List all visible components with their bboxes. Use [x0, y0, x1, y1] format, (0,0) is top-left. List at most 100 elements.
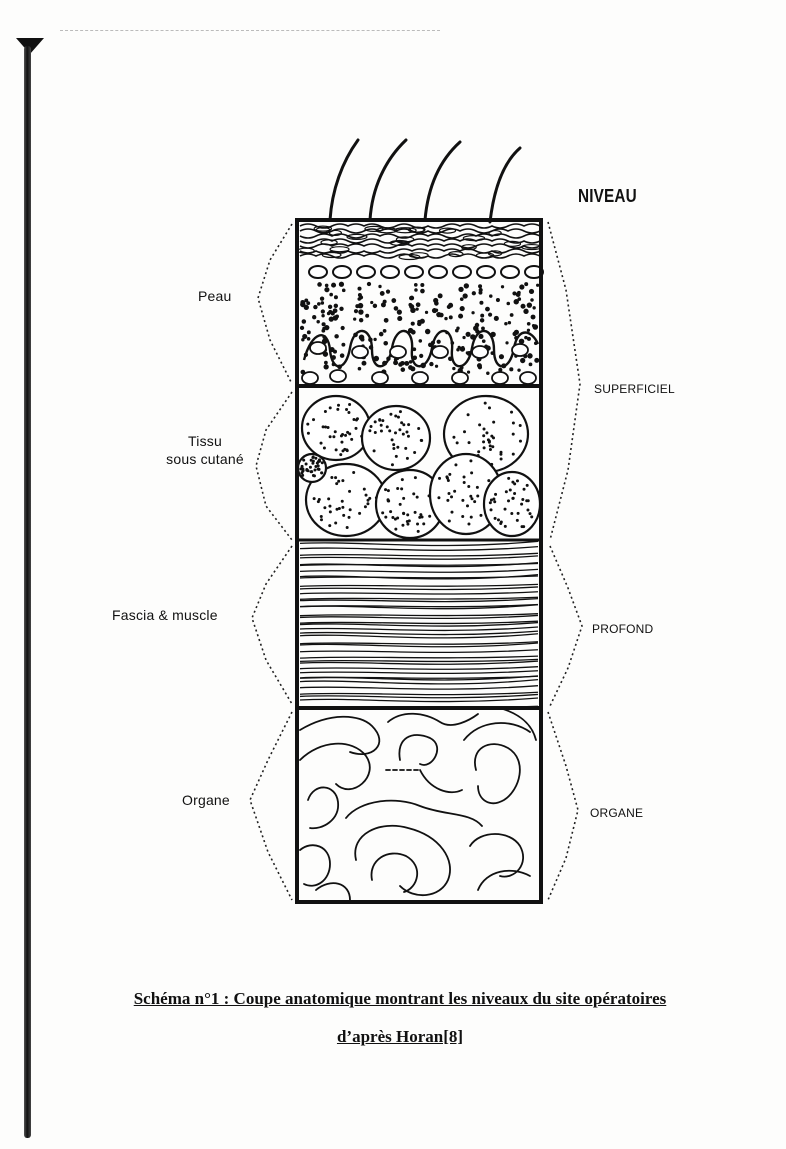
bracket-organe	[250, 712, 292, 900]
fat-dot	[466, 504, 469, 507]
fat-dot	[510, 512, 513, 515]
fat-dot	[397, 416, 400, 419]
fat-dot	[384, 516, 387, 519]
fat-dot	[507, 477, 510, 480]
dermis-dot	[410, 296, 415, 301]
fat-dot	[517, 512, 520, 515]
papilla-cell	[352, 346, 368, 358]
dermis-dot	[333, 308, 338, 313]
fat-dot	[328, 505, 331, 508]
fat-dot	[328, 524, 331, 527]
fat-dot	[352, 471, 355, 474]
fat-dot	[334, 521, 337, 524]
dermis-dot	[458, 287, 463, 292]
bracket-organe-right	[548, 712, 578, 900]
fat-dot	[337, 480, 340, 483]
fat-dot	[416, 523, 419, 526]
fat-dot	[489, 444, 492, 447]
fat-dot	[476, 495, 479, 498]
fat-dot	[336, 508, 339, 511]
dermis-dot	[386, 290, 390, 294]
fat-dot	[312, 474, 315, 477]
fat-dot	[478, 423, 481, 426]
fat-dot	[504, 508, 507, 511]
dermis-dot	[510, 313, 514, 317]
fat-dot	[400, 487, 403, 490]
fat-dot	[482, 434, 485, 437]
dermis-dot	[436, 312, 441, 317]
papilla-cell	[472, 346, 488, 358]
fat-dot	[336, 408, 339, 411]
dermis-dot	[410, 308, 415, 313]
dermis-dot	[359, 335, 365, 341]
dermis-dot	[530, 298, 533, 301]
basal-cell	[501, 266, 519, 278]
dermis-dot	[520, 358, 525, 363]
fat-dot	[348, 516, 351, 519]
fat-dot	[401, 524, 404, 527]
hair	[425, 142, 460, 220]
dermis-dot	[313, 305, 317, 309]
muscle-fibre	[300, 541, 538, 545]
dermis-dot	[411, 322, 415, 326]
dermis-dot	[334, 304, 338, 308]
fat-dot	[398, 428, 401, 431]
fat-dot	[370, 425, 373, 428]
fat-dot	[310, 459, 313, 462]
fat-dot	[470, 471, 473, 474]
fat-dot	[485, 431, 488, 434]
fat-dot	[437, 496, 440, 499]
label-organe: Organe	[182, 792, 230, 808]
fat-dot	[516, 479, 519, 482]
basal-cell	[453, 266, 471, 278]
fat-dot	[504, 525, 507, 528]
fat-dot	[350, 438, 353, 441]
fat-dot	[373, 449, 376, 452]
fat-dot	[497, 518, 500, 521]
dermis-dot	[373, 338, 376, 341]
muscle-fibre	[300, 650, 538, 653]
hair	[370, 140, 406, 220]
fat-dot	[399, 410, 402, 413]
fat-dot	[512, 421, 515, 424]
fat-dot	[510, 411, 513, 414]
fat-dot	[327, 497, 330, 500]
fat-dot	[418, 516, 421, 519]
fat-dot	[402, 512, 405, 515]
fat-dot	[527, 499, 530, 502]
dermis-dot	[471, 311, 474, 314]
dermis-dot	[378, 285, 381, 288]
hair	[490, 148, 520, 222]
dermis-dot	[462, 336, 465, 339]
fat-dot	[363, 488, 366, 491]
dermis-dot	[479, 301, 483, 305]
dermis-dot	[496, 298, 500, 302]
dermis-dot	[458, 314, 463, 319]
dermis-dot	[383, 300, 387, 304]
dermis-dot	[355, 304, 359, 308]
muscle-fibre	[300, 627, 538, 630]
dermis-dot	[501, 285, 504, 288]
dermis-dot	[367, 282, 371, 286]
fat-dot	[329, 435, 332, 438]
dermis-dot	[527, 329, 530, 332]
dermis-dot	[419, 354, 423, 358]
dermis-dot	[437, 340, 441, 344]
dermis-dot	[508, 321, 511, 324]
hairs	[330, 140, 520, 222]
dermis-dot	[519, 284, 524, 289]
dermis-dot	[408, 365, 413, 370]
fat-dot	[320, 471, 323, 474]
fat-dot	[356, 417, 359, 420]
dermis-dot	[324, 361, 328, 365]
bracket-profond	[550, 546, 582, 706]
fat-dot	[417, 530, 420, 533]
fat-dot	[355, 427, 358, 430]
fat-dot	[456, 441, 459, 444]
dermis-dot	[488, 313, 492, 317]
fat-dot	[329, 406, 332, 409]
fat-dot	[469, 459, 472, 462]
fat-dot	[344, 434, 347, 437]
papilla-cell	[512, 344, 528, 356]
muscle-fibres	[300, 541, 538, 708]
